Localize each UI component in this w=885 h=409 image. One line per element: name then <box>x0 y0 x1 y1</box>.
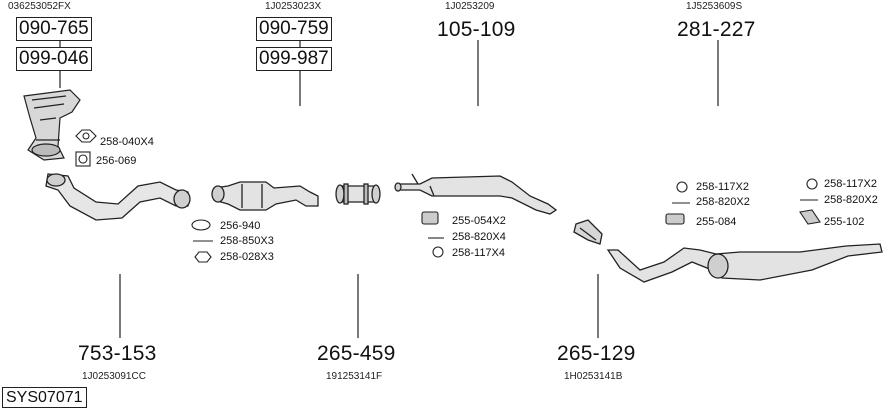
washer-icon-258-117 <box>432 246 444 258</box>
part-box-099-987[interactable]: 099-987 <box>256 47 332 71</box>
front-pipe-icon <box>45 173 191 221</box>
nut-icon-258-028 <box>194 251 212 263</box>
oe-number-036253052FX: 036253052FX <box>8 1 71 12</box>
manifold-icon <box>23 89 81 161</box>
accessory-256-940[interactable]: 256-940 <box>220 220 261 232</box>
accessory-258-820X2-right[interactable]: 258-820X2 <box>824 194 878 206</box>
accessory-258-040X4[interactable]: 258-040X4 <box>100 136 154 148</box>
accessory-258-117X4[interactable]: 258-117X4 <box>452 247 506 259</box>
accessory-258-028X3[interactable]: 258-028X3 <box>220 251 274 263</box>
washer-icon-258-117-b <box>806 178 818 190</box>
catalyst-icon <box>211 181 319 211</box>
middle-silencer-icon <box>394 173 558 215</box>
accessory-258-820X4[interactable]: 258-820X4 <box>452 231 506 243</box>
part-number-753-153[interactable]: 753-153 <box>78 342 157 365</box>
accessory-255-054X2[interactable]: 255-054X2 <box>452 215 506 227</box>
accessory-255-084[interactable]: 255-084 <box>696 216 737 228</box>
accessory-258-117X2-right[interactable]: 258-117X2 <box>824 178 878 190</box>
oe-number-1J0253209: 1J0253209 <box>445 1 495 12</box>
part-number-265-459[interactable]: 265-459 <box>317 342 396 365</box>
part-box-099-046[interactable]: 099-046 <box>16 47 92 71</box>
rear-silencer-icon <box>606 243 883 283</box>
part-number-265-129[interactable]: 265-129 <box>557 342 636 365</box>
mount-icon-255-054 <box>421 211 439 225</box>
accessory-258-820X2-left[interactable]: 258-820X2 <box>696 196 750 208</box>
washer-icon-258-117-a <box>676 181 688 193</box>
oe-number-191253141F: 191253141F <box>326 371 383 382</box>
mount-icon-255-084 <box>665 213 685 225</box>
oe-number-1J0253023X: 1J0253023X <box>265 1 322 12</box>
mount-icon-255-102 <box>799 209 821 225</box>
accessory-256-069[interactable]: 256-069 <box>96 155 137 167</box>
accessory-255-102[interactable]: 255-102 <box>824 216 865 228</box>
accessory-258-850X3[interactable]: 258-850X3 <box>220 235 274 247</box>
system-code-box: SYS07071 <box>2 387 87 408</box>
part-number-105-109[interactable]: 105-109 <box>437 18 516 41</box>
oe-number-1J5253609S: 1J5253609S <box>686 1 743 12</box>
part-box-090-759[interactable]: 090-759 <box>256 17 332 41</box>
gasket-icon-256-940 <box>191 219 211 231</box>
connector-pipe-icon <box>335 183 381 205</box>
oe-number-1J0253091CC: 1J0253091CC <box>82 371 146 382</box>
part-box-090-765[interactable]: 090-765 <box>16 17 92 41</box>
oe-number-1H0253141B: 1H0253141B <box>564 371 623 382</box>
clamp-icon <box>573 219 603 245</box>
accessory-258-117X2-left[interactable]: 258-117X2 <box>696 181 750 193</box>
part-number-281-227[interactable]: 281-227 <box>677 18 756 41</box>
